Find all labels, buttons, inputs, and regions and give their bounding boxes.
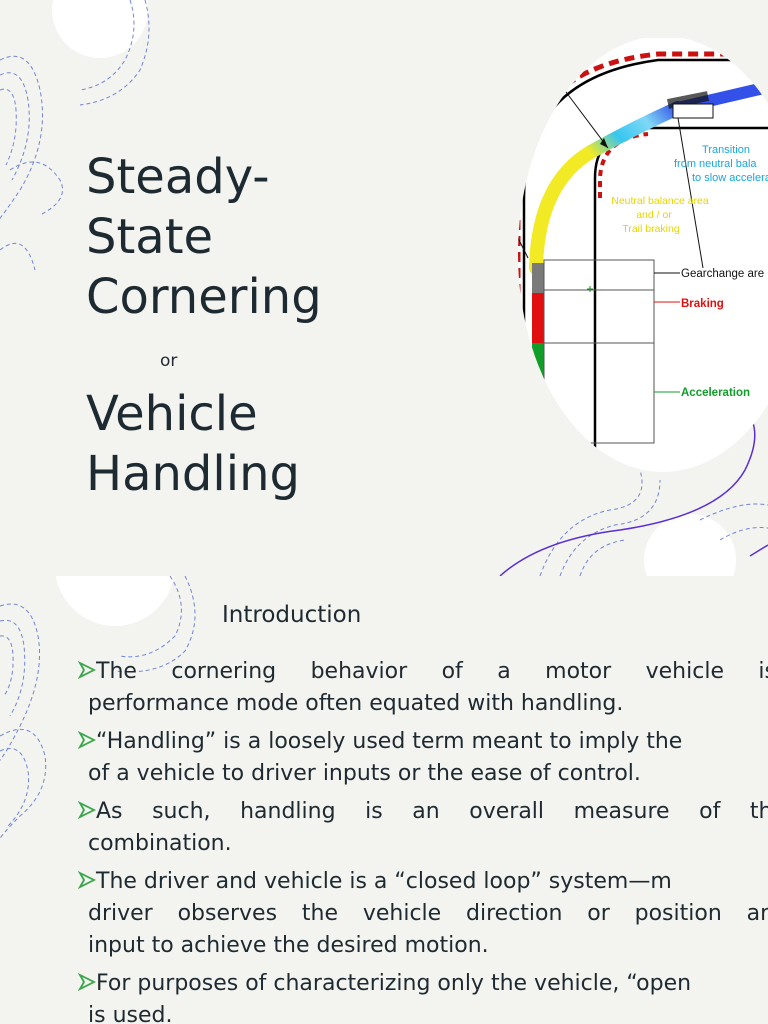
bullet-3-line-2: combination. [88,831,232,856]
title-line-1: Steady- [86,149,270,205]
label-gearchange: Gearchange are [681,268,764,280]
bullet-4-line-1: The driver and vehicle is a “closed loop… [96,869,672,894]
bullet-arrow-icon [78,731,96,749]
bullet-arrow-icon [78,973,96,991]
bullet-1-line-2: performance mode often equated with hand… [88,691,624,716]
introduction-slide: Introduction The cornering behavior of a… [0,576,768,1024]
bullet-4-line-2: driver observes the vehicle direction or… [88,901,768,926]
accent-curve-small [749,544,768,557]
bullet-2-line-2: of a vehicle to driver inputs or the eas… [88,761,641,786]
title-slide: Steady- State Cornering or Vehicle Handl… [0,0,768,576]
label-braking: Braking [681,298,724,310]
deco-circle-top-2 [55,576,175,626]
bullet-arrow-icon [78,801,96,819]
label-neutral-2: and / or [636,209,672,221]
contour-lines [0,0,768,576]
label-neutral-3: Trail braking [622,223,680,235]
subtitle-line-1: Vehicle [86,386,258,442]
subtitle-line-2: Handling [86,446,300,502]
deco-circle-bottom [644,514,736,576]
bullet-1-line-1: The cornering behavior of a motor vehicl… [96,659,768,684]
topographic-decoration-2 [0,576,196,840]
introduction-heading: Introduction [222,602,362,628]
deco-circle-top [52,0,148,58]
label-transition-2: from neutral bala [674,158,757,170]
bullet-5-line-1: For purposes of characterizing only the … [96,971,692,996]
bullet-arrow-icon [78,661,96,679]
bullet-2-line-1: “Handling” is a loosely used term meant … [96,729,683,754]
cornering-diagram-graphic: Transition from neutral bala to slow acc… [518,38,768,472]
label-transition-1: Transition [702,144,750,156]
bullet-arrow-icon [78,871,96,889]
label-neutral-1: Neutral balance area [611,195,709,207]
label-acceleration: Acceleration [681,387,750,399]
bullet-4-line-3: input to achieve the desired motion. [88,933,489,958]
title-line-3: Cornering [86,269,322,325]
bullet-5-line-2: is used. [88,1003,173,1024]
cornering-diagram: Transition from neutral bala to slow acc… [508,38,768,478]
topographic-decoration [0,0,768,576]
contour-lines-2 [0,576,196,840]
title-line-2: State [86,209,214,265]
accent-curve [499,419,756,576]
title-connector: or [160,351,178,371]
label-transition-3: to slow accelera [692,172,768,184]
bullet-3-line-1: As such, handling is an overall measure … [96,799,768,824]
